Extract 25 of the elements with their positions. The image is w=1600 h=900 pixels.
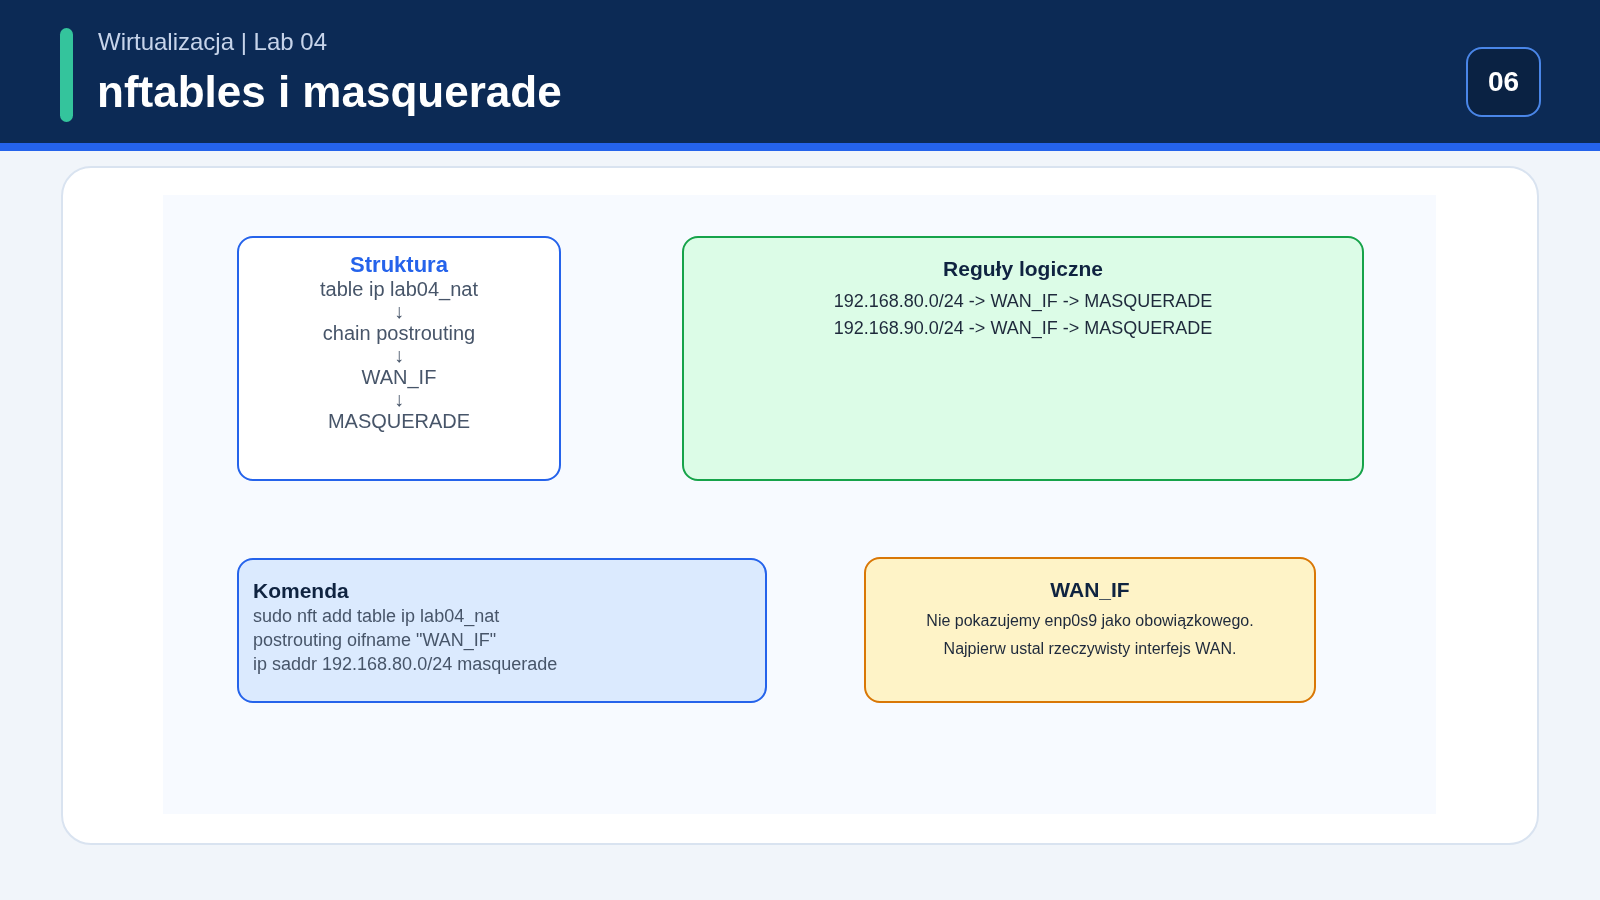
card-heading: WAN_IF: [1050, 577, 1130, 603]
card-text: sudo nft add table ip lab04_nat: [253, 605, 500, 628]
header-subtitle: Wirtualizacja | Lab 04: [98, 28, 327, 56]
card-text: WAN_IF: [361, 366, 437, 388]
card-text: ↓: [394, 388, 404, 410]
rules-card: [682, 236, 1364, 481]
card-text: Najpierw ustal rzeczywisty interfejs WAN.: [943, 639, 1237, 659]
structure-card: [237, 236, 561, 481]
note-card: [864, 557, 1316, 703]
slide-number: 06: [1466, 47, 1541, 117]
card-text: ip saddr 192.168.80.0/24 masquerade: [253, 653, 558, 676]
card-text: chain postrouting: [322, 322, 476, 344]
card-text: 192.168.80.0/24 -> WAN_IF -> MASQUERADE: [833, 290, 1213, 314]
card-text: table ip lab04_nat: [320, 278, 478, 300]
card-heading: Komenda: [253, 578, 349, 604]
card-text: ↓: [394, 300, 404, 322]
card-text: ↓: [394, 344, 404, 366]
card-heading: Struktura: [350, 252, 448, 278]
card-text: MASQUERADE: [327, 410, 471, 432]
card-text: Nie pokazujemy enp0s9 jako obowiązkowego.: [926, 611, 1254, 631]
command-card: [237, 558, 767, 703]
slide-title: nftables i masquerade: [97, 66, 562, 118]
card-heading: Reguły logiczne: [943, 256, 1103, 282]
card-text: 192.168.90.0/24 -> WAN_IF -> MASQUERADE: [833, 317, 1213, 341]
card-text: postrouting oifname "WAN_IF": [253, 629, 497, 652]
